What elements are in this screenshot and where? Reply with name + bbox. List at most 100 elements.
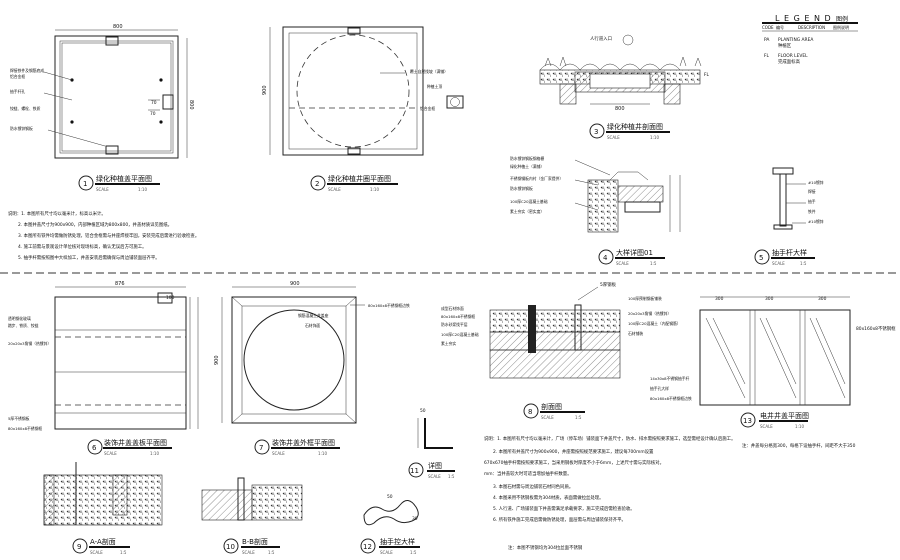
svg-text:6: 6	[92, 444, 97, 452]
svg-text:1:10: 1:10	[650, 135, 659, 140]
svg-text:素土夯实: 素土夯实	[441, 341, 456, 346]
svg-text:防水镀锌钢板: 防水镀锌钢板	[10, 126, 33, 131]
detail-number: 1	[83, 180, 87, 188]
svg-text:SCALE: SCALE	[772, 261, 785, 266]
svg-text:11: 11	[410, 467, 419, 475]
svg-text:1:5: 1:5	[268, 550, 275, 555]
svg-text:B-B剖面: B-B剖面	[242, 537, 268, 546]
svg-text:50: 50	[420, 408, 426, 414]
legend-fl-cn: 完成面标高	[778, 58, 801, 65]
svg-text:踏步、铁质、铰链: 踏步、铁质、铰链	[8, 323, 39, 328]
svg-text:电井井盖平面图: 电井井盖平面图	[760, 411, 809, 420]
detail-6-plan: 876 100 透明钢化玻璃 踏步、铁质、铰链 20x20x3角钢（热镀锌） 5…	[8, 281, 199, 431]
legend-title: L E G E N D	[775, 14, 832, 23]
svg-text:1:5: 1:5	[800, 261, 807, 266]
detail-11-detail: 50	[417, 408, 453, 449]
svg-text:80x160x8不锈钢框: 80x160x8不锈钢框	[441, 314, 475, 319]
legend-title-cn: 图例	[836, 15, 848, 23]
detail-4-section: 防水镀锌钢板钢格栅 绿化种植土（满铺） 不锈钢钢板内衬（金厂家提供） 防水镀锌钢…	[510, 156, 681, 233]
detail-5-handle: #10镀锌 焊接 抽手 铁件 #10镀锌	[772, 167, 824, 230]
svg-text:#10镀锌: #10镀锌	[808, 180, 824, 185]
svg-text:1:5: 1:5	[120, 550, 127, 555]
svg-text:SCALE: SCALE	[380, 550, 393, 555]
svg-text:铁件: 铁件	[808, 209, 816, 214]
svg-text:人行道入口: 人行道入口	[590, 35, 612, 42]
legend: L E G E N D 图例 CODE 编号 DESCRIPTION 图例说明 …	[762, 14, 858, 65]
svg-text:mm：当井盖较大时可适当增加抽手杆数量。: mm：当井盖较大时可适当增加抽手杆数量。	[484, 470, 572, 477]
detail-title: 绿化种植盖平面图	[96, 174, 152, 183]
svg-text:5. 人行道、广场铺装面下井盖需满足承载要求，施工完成后需检: 5. 人行道、广场铺装面下井盖需满足承载要求，施工完成后需检查验收。	[493, 505, 635, 512]
svg-text:100厚C20混凝土基础: 100厚C20混凝土基础	[510, 199, 548, 204]
svg-text:防水砂浆找平层: 防水砂浆找平层	[441, 322, 468, 327]
svg-text:素土夯实（密实度）: 素土夯实（密实度）	[510, 209, 544, 214]
svg-text:80x160x8不锈钢框: 80x160x8不锈钢框	[856, 325, 896, 332]
svg-text:钢筋混凝土井盖座: 钢筋混凝土井盖座	[298, 313, 329, 318]
svg-text:绿化种植井圈平面图: 绿化种植井圈平面图	[328, 174, 391, 183]
svg-text:80x160x8不锈钢框边铁: 80x160x8不锈钢框边铁	[650, 396, 692, 401]
svg-text:1:10: 1:10	[318, 451, 327, 456]
detail-9-section	[43, 462, 163, 526]
svg-text:抽手杆大样: 抽手杆大样	[772, 248, 807, 257]
svg-text:10: 10	[226, 543, 235, 551]
detail-3-section: 人行道入口 800 FL	[539, 34, 710, 112]
svg-text:说明：1. 本图所有尺寸均以毫米计，广场（停车场）铺装面下井: 说明：1. 本图所有尺寸均以毫米计，广场（停车场）铺装面下井盖尺寸，防水、排水需…	[484, 435, 735, 442]
svg-text:1:5: 1:5	[410, 550, 417, 555]
svg-text:9: 9	[77, 543, 81, 551]
svg-text:80x160x8不锈钢框边铁: 80x160x8不锈钢框边铁	[368, 303, 410, 308]
legend-code-header: CODE	[762, 25, 774, 30]
svg-text:绿化种植土（满铺）: 绿化种植土（满铺）	[510, 164, 544, 169]
svg-text:剖面图: 剖面图	[541, 402, 562, 411]
svg-text:3. 本图石材需与周边铺装石材同色同质。: 3. 本图石材需与周边铺装石材同色同质。	[493, 483, 573, 490]
detail-8-section: 5厚钢板 成型石材饰面 80x160x8不锈钢框 防水砂浆找平层 100厚C20…	[441, 281, 681, 379]
svg-text:透明钢化玻璃: 透明钢化玻璃	[8, 316, 31, 321]
detail-10-section	[201, 477, 303, 521]
svg-text:注：本图不锈钢均为304拉丝面不锈钢: 注：本图不锈钢均为304拉丝面不锈钢	[508, 544, 583, 551]
svg-text:焊接: 焊接	[808, 189, 816, 194]
svg-text:不锈钢钢板内衬（金厂家提供）: 不锈钢钢板内衬（金厂家提供）	[510, 176, 563, 181]
svg-text:1:5: 1:5	[448, 474, 455, 479]
svg-text:800: 800	[188, 100, 194, 110]
legend-desc-cn: 图例说明	[833, 24, 849, 30]
svg-text:石材饰面: 石材饰面	[305, 323, 320, 328]
svg-text:铝合金框: 铝合金框	[420, 106, 435, 111]
notes-top: 说明：1. 本图所有尺寸均以毫米计，标高以米计。 2. 本图井盖尺寸为900x9…	[8, 210, 199, 261]
svg-text:铰链、螺栓、铁质: 铰链、螺栓、铁质	[10, 106, 41, 111]
svg-text:100: 100	[166, 295, 175, 301]
detail-1-plan: 800 800 70 70 焊接铁件及钢筋底成 铝合金框 抽手杆孔 铰链、螺栓、…	[10, 24, 194, 159]
svg-text:2: 2	[315, 180, 319, 188]
svg-text:800: 800	[615, 106, 625, 112]
legend-code-cn: 编号	[776, 24, 784, 30]
svg-text:SCALE: SCALE	[607, 135, 620, 140]
svg-text:焊接铁件及钢筋底成: 焊接铁件及钢筋底成	[10, 68, 44, 73]
svg-text:FL: FL	[704, 72, 710, 78]
legend-desc-header: DESCRIPTION	[798, 25, 825, 30]
svg-text:#10镀锌: #10镀锌	[808, 219, 824, 224]
svg-text:8: 8	[528, 408, 532, 416]
legend-fl-en: FLOOR LEVEL	[778, 53, 808, 59]
svg-text:SCALE: SCALE	[104, 451, 117, 456]
svg-text:详图: 详图	[428, 461, 442, 470]
svg-text:7: 7	[259, 444, 263, 452]
svg-text:100厚C20混凝土（内配钢筋）: 100厚C20混凝土（内配钢筋）	[628, 321, 681, 326]
svg-text:2. 本图所有井盖尺寸为900x900，井座需按照规范要求施: 2. 本图所有井盖尺寸为900x900，井座需按照规范要求施工，建议每700mm…	[493, 448, 654, 455]
svg-text:SCALE: SCALE	[272, 451, 285, 456]
svg-text:4: 4	[603, 254, 608, 262]
detail-13-plan: 300 300 300 80x160x8不锈钢框 14x30x8不锈钢抽手杆 抽…	[650, 296, 896, 449]
detail-12-handle: 50 30	[363, 494, 419, 526]
notes-bottom: 说明：1. 本图所有尺寸均以毫米计，广场（停车场）铺装面下井盖尺寸，防水、排水需…	[484, 435, 735, 551]
svg-text:SCALE: SCALE	[90, 550, 103, 555]
svg-text:5厚不锈钢板: 5厚不锈钢板	[8, 416, 30, 421]
legend-pa-code: PA	[764, 37, 769, 43]
